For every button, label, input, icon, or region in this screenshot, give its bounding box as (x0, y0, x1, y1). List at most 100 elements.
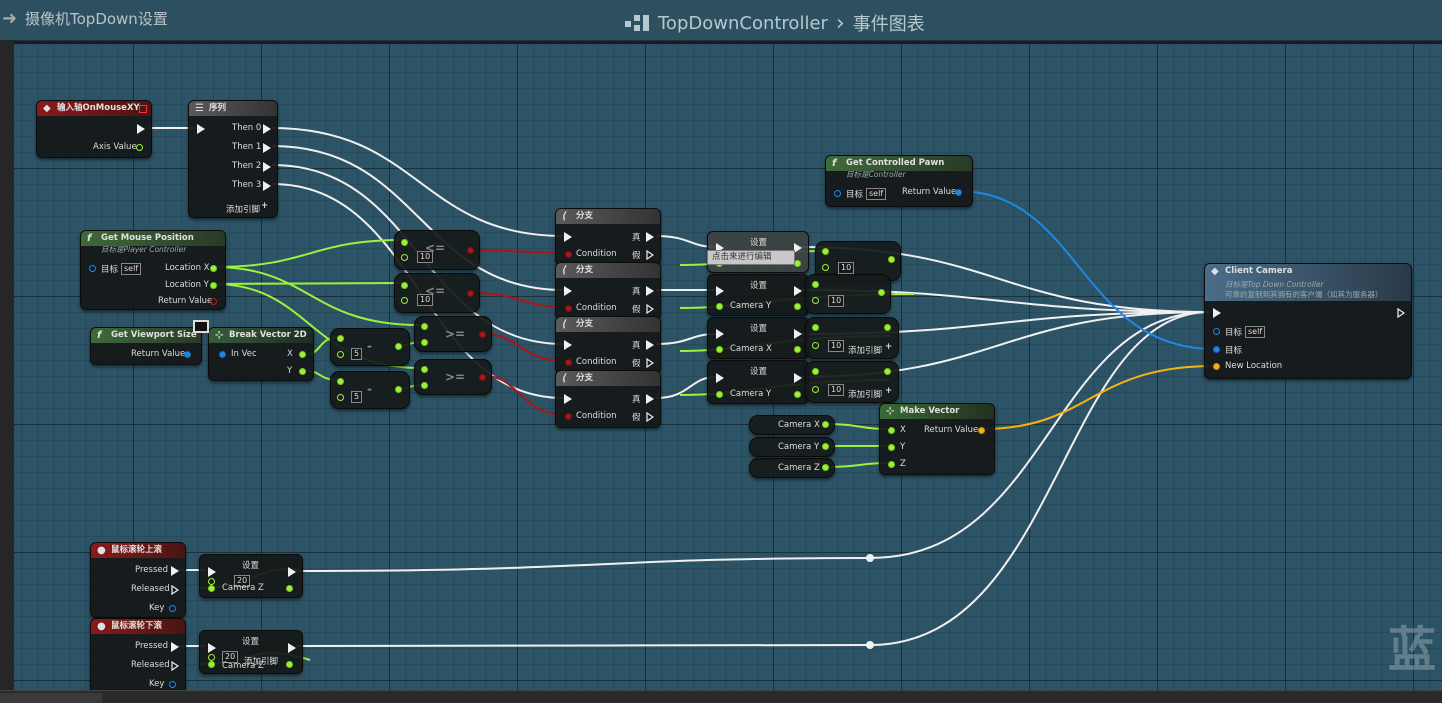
x-pin[interactable] (888, 427, 895, 434)
result-pin[interactable] (467, 290, 474, 297)
condition-pin[interactable] (565, 359, 572, 366)
exec-out-pin[interactable] (1397, 308, 1405, 318)
then1-pin[interactable] (263, 143, 271, 153)
out-pin[interactable] (286, 585, 293, 592)
a-pin[interactable] (337, 335, 344, 342)
camera-x-getter[interactable]: Camera X (749, 415, 835, 435)
add-pin-button[interactable]: 添加引脚 (226, 205, 261, 215)
exec-out-pin[interactable] (288, 643, 296, 653)
return-value-pin[interactable] (210, 298, 217, 305)
greater-equal-node-2[interactable]: >= (414, 359, 492, 395)
b-value-box[interactable]: 10 (828, 340, 845, 352)
result-pin[interactable] (467, 247, 474, 254)
value-pin[interactable] (716, 346, 723, 353)
result-pin[interactable] (878, 289, 885, 296)
exec-in-pin[interactable] (564, 340, 572, 350)
exec-in-pin[interactable] (1213, 308, 1221, 318)
exec-in-pin[interactable] (564, 232, 572, 242)
a-pin[interactable] (421, 366, 428, 373)
graph-tab-title[interactable]: 摄像机TopDown设置 (25, 10, 168, 28)
exec-in-pin[interactable] (208, 567, 216, 577)
released-pin[interactable] (171, 585, 179, 595)
value-pin-2[interactable] (208, 585, 215, 592)
target-pin[interactable] (89, 265, 96, 272)
result-pin[interactable] (884, 368, 891, 375)
return-value-pin[interactable] (184, 351, 191, 358)
b-value-box[interactable]: 10 (828, 384, 845, 396)
camera-y-pin[interactable] (822, 443, 829, 450)
result-pin[interactable] (479, 331, 486, 338)
client-camera-node[interactable]: ◆Client Camera 目标是Top Down Controller 可靠… (1204, 263, 1412, 379)
value-pin[interactable] (716, 303, 723, 310)
b-pin[interactable] (812, 386, 819, 393)
out-pin[interactable] (286, 661, 293, 668)
value-pin[interactable] (208, 578, 215, 585)
set-camera-y-node[interactable]: 设置 Camera Y (707, 274, 809, 316)
breadcrumb-graph[interactable]: 事件图表 (852, 14, 925, 35)
exec-in-pin[interactable] (564, 394, 572, 404)
b-pin[interactable] (401, 297, 408, 304)
z-pin[interactable] (888, 461, 895, 468)
camera-z-pin[interactable] (822, 464, 829, 471)
condition-pin[interactable] (565, 251, 572, 258)
true-pin[interactable] (646, 232, 654, 242)
false-pin[interactable] (646, 304, 654, 314)
x-pin[interactable] (299, 351, 306, 358)
branch-node-2[interactable]: ⟨分支 真 Condition 假 (555, 262, 661, 320)
exec-in-pin[interactable] (197, 124, 205, 134)
b-pin[interactable] (822, 264, 829, 271)
result-pin[interactable] (395, 343, 402, 350)
camera-z-getter[interactable]: Camera Z (749, 458, 835, 478)
camera-x-pin[interactable] (822, 421, 829, 428)
a-pin[interactable] (401, 282, 408, 289)
a-pin[interactable] (812, 368, 819, 375)
y-pin[interactable] (888, 444, 895, 451)
math-node-2[interactable]: 10 (805, 274, 891, 314)
value-box[interactable]: 20 (234, 575, 251, 587)
b-value-box[interactable]: 10 (417, 251, 434, 263)
value-pin[interactable] (716, 391, 723, 398)
condition-pin[interactable] (565, 413, 572, 420)
value-pin[interactable] (208, 654, 215, 661)
target2-pin[interactable] (1213, 346, 1220, 353)
exec-in-pin[interactable] (716, 286, 724, 296)
camera-y-getter[interactable]: Camera Y (749, 437, 835, 457)
a-pin[interactable] (421, 323, 428, 330)
result-pin[interactable] (479, 374, 486, 381)
pressed-pin[interactable] (171, 566, 179, 576)
exec-in-pin[interactable] (716, 373, 724, 383)
mouse-wheel-down-event-node[interactable]: ●鼠标滚轮下滚 Pressed Released Key (90, 618, 186, 694)
back-arrow-icon[interactable]: ➜ (2, 8, 18, 29)
b-value-box[interactable]: 10 (828, 295, 845, 307)
breadcrumb-blueprint[interactable]: TopDownController (658, 12, 828, 34)
subtract-node-2[interactable]: 5 - (330, 371, 410, 409)
b-pin[interactable] (337, 351, 344, 358)
in-vec-pin[interactable] (219, 351, 226, 358)
exec-in-pin[interactable] (716, 243, 724, 253)
break-vector-2d-node[interactable]: ⊹Break Vector 2D In Vec X Y (193, 320, 314, 381)
branch-node-3[interactable]: ⟨分支 真 Condition 假 (555, 316, 661, 374)
add-pin-button[interactable]: 添加引脚 (848, 346, 883, 356)
less-equal-node-1[interactable]: 10 <= (394, 230, 480, 270)
set-camera-x-node-2[interactable]: 设置 Camera X (707, 317, 809, 359)
result-pin[interactable] (884, 324, 891, 331)
branch-node-4[interactable]: ⟨分支 真 Condition 假 (555, 370, 661, 428)
b-pin[interactable] (401, 254, 408, 261)
out-pin[interactable] (794, 303, 801, 310)
b-pin[interactable] (812, 297, 819, 304)
true-pin[interactable] (646, 340, 654, 350)
location-x-pin[interactable] (210, 265, 217, 272)
branch-node-1[interactable]: ⟨分支 真 Condition 假 (555, 208, 661, 266)
exec-out-pin[interactable] (794, 243, 802, 253)
false-pin[interactable] (646, 250, 654, 260)
out-pin[interactable] (794, 346, 801, 353)
b-value-box[interactable]: 5 (351, 348, 363, 360)
mouse-wheel-up-event-node[interactable]: ●鼠标滚轮上滚 Pressed Released Key (90, 542, 186, 618)
less-equal-node-2[interactable]: 10 <= (394, 273, 480, 313)
return-value-pin[interactable] (955, 189, 962, 196)
b-pin[interactable] (421, 382, 428, 389)
exec-out-pin[interactable] (288, 567, 296, 577)
